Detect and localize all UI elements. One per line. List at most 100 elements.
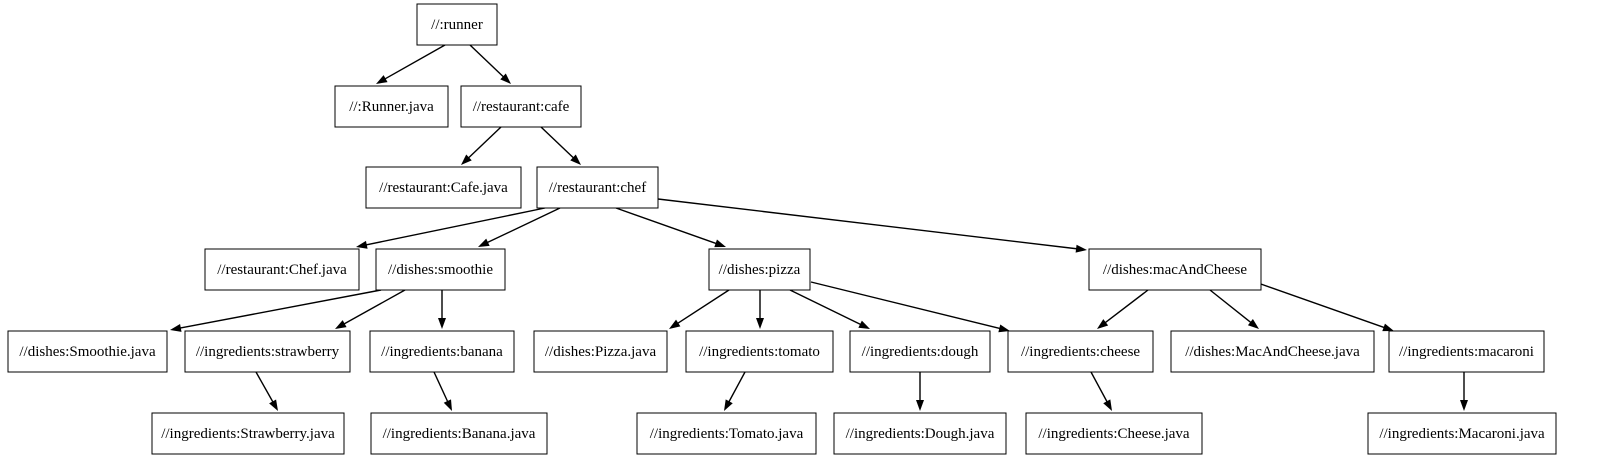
graph-node-banana_java[interactable]: //ingredients:Banana.java <box>370 412 548 455</box>
graph-node-ing_strawberry[interactable]: //ingredients:strawberry <box>184 330 351 373</box>
graph-edge <box>469 44 511 84</box>
edge-arrowhead <box>756 318 764 329</box>
node-box[interactable] <box>1367 412 1557 455</box>
edge-line <box>657 198 1078 250</box>
graph-node-runner_java[interactable]: //:Runner.java <box>334 85 449 128</box>
node-label: //ingredients:Strawberry.java <box>161 426 335 442</box>
edge-line <box>1257 282 1386 329</box>
edge-arrowhead <box>1075 244 1087 253</box>
graph-edge <box>376 44 446 84</box>
edge-arrowhead <box>724 399 733 411</box>
node-label: //ingredients:Macaroni.java <box>1379 426 1545 442</box>
edge-arrowhead <box>478 238 490 247</box>
graph-node-smoothie_java[interactable]: //dishes:Smoothie.java <box>7 330 168 373</box>
graph-node-restaurant_chef_j[interactable]: //restaurant:Chef.java <box>204 248 360 291</box>
edge-line <box>1104 289 1149 324</box>
graph-node-dishes_mac[interactable]: //dishes:macAndCheese <box>1088 248 1262 291</box>
node-box[interactable] <box>1088 248 1262 291</box>
graph-node-tomato_java[interactable]: //ingredients:Tomato.java <box>636 412 817 455</box>
node-box[interactable] <box>849 330 991 373</box>
node-label: //dishes:macAndCheese <box>1103 262 1247 278</box>
edge-line <box>486 207 561 244</box>
edge-arrowhead <box>858 320 870 329</box>
graph-node-dishes_pizza[interactable]: //dishes:pizza <box>708 248 811 291</box>
node-box[interactable] <box>636 412 817 455</box>
graph-node-dishes_smoothie[interactable]: //dishes:smoothie <box>375 248 506 291</box>
graph-node-restaurant_cafe_j[interactable]: //restaurant:Cafe.java <box>365 166 522 209</box>
graph-node-mac_java[interactable]: //dishes:MacAndCheese.java <box>1170 330 1375 373</box>
graph-node-ing_tomato[interactable]: //ingredients:tomato <box>685 330 834 373</box>
edge-arrowhead <box>500 73 511 84</box>
graph-node-ing_macaroni[interactable]: //ingredients:macaroni <box>1388 330 1545 373</box>
node-label: //ingredients:tomato <box>699 344 820 360</box>
node-box[interactable] <box>1388 330 1545 373</box>
graph-edge <box>356 207 546 249</box>
node-box[interactable] <box>375 248 506 291</box>
node-box[interactable] <box>416 3 498 46</box>
node-box[interactable] <box>460 85 582 128</box>
node-box[interactable] <box>833 412 1007 455</box>
graph-node-runner[interactable]: //:runner <box>416 3 498 46</box>
node-box[interactable] <box>370 412 548 455</box>
edge-arrowhead <box>1097 319 1109 329</box>
edge-line <box>789 289 862 326</box>
edge-arrowhead <box>461 154 472 165</box>
node-label: //ingredients:strawberry <box>196 344 340 360</box>
node-box[interactable] <box>369 330 515 373</box>
graph-node-macaroni_java[interactable]: //ingredients:Macaroni.java <box>1367 412 1557 455</box>
node-box[interactable] <box>334 85 449 128</box>
graph-node-ing_dough[interactable]: //ingredients:dough <box>849 330 991 373</box>
graph-node-ing_cheese[interactable]: //ingredients:cheese <box>1007 330 1154 373</box>
node-box[interactable] <box>151 412 345 455</box>
node-box[interactable] <box>1007 330 1154 373</box>
node-label: //:runner <box>431 17 483 33</box>
node-label: //ingredients:Banana.java <box>383 426 536 442</box>
graph-edge <box>461 126 502 165</box>
graph-node-strawberry_java[interactable]: //ingredients:Strawberry.java <box>151 412 345 455</box>
edge-arrowhead <box>1382 323 1394 332</box>
edge-line <box>810 281 1001 330</box>
node-box[interactable] <box>533 330 668 373</box>
edge-arrowhead <box>916 400 924 411</box>
node-box[interactable] <box>1170 330 1375 373</box>
graph-node-restaurant_chef[interactable]: //restaurant:chef <box>536 166 659 209</box>
graph-edge <box>1097 289 1149 329</box>
node-label: //dishes:pizza <box>719 262 801 278</box>
graph-node-cheese_java[interactable]: //ingredients:Cheese.java <box>1025 412 1203 455</box>
edge-arrowhead <box>998 324 1010 333</box>
graph-node-dough_java[interactable]: //ingredients:Dough.java <box>833 412 1007 455</box>
graph-edge <box>810 281 1010 333</box>
node-label: //ingredients:banana <box>381 344 503 360</box>
edge-line <box>342 289 406 325</box>
graph-edge <box>255 371 278 411</box>
node-box[interactable] <box>1025 412 1203 455</box>
nodes-layer: //:runner //:Runner.java //restaurant:cafe… <box>7 3 1557 455</box>
graph-node-restaurant_cafe[interactable]: //restaurant:cafe <box>460 85 582 128</box>
graph-node-ing_banana[interactable]: //ingredients:banana <box>369 330 515 373</box>
edge-line <box>1209 289 1253 324</box>
node-box[interactable] <box>184 330 351 373</box>
edge-arrowhead <box>570 154 581 165</box>
node-box[interactable] <box>708 248 811 291</box>
node-label: //restaurant:Chef.java <box>217 262 347 278</box>
edge-line <box>433 371 449 403</box>
node-box[interactable] <box>685 330 834 373</box>
node-box[interactable] <box>204 248 360 291</box>
graph-edge <box>669 289 730 329</box>
node-label: //restaurant:Cafe.java <box>379 180 508 196</box>
graph-edge <box>335 289 406 329</box>
edge-line <box>365 207 546 246</box>
edge-line <box>676 289 730 325</box>
edge-arrowhead <box>1103 399 1112 411</box>
node-box[interactable] <box>536 166 659 209</box>
node-box[interactable] <box>365 166 522 209</box>
edge-arrowhead <box>438 318 446 329</box>
edge-line <box>179 289 382 329</box>
graph-edge <box>438 290 446 329</box>
node-box[interactable] <box>7 330 168 373</box>
graph-node-pizza_java[interactable]: //dishes:Pizza.java <box>533 330 668 373</box>
edge-arrowhead <box>1460 400 1468 411</box>
edge-line <box>383 44 446 80</box>
node-label: //ingredients:Cheese.java <box>1038 426 1190 442</box>
edge-line <box>469 44 505 78</box>
